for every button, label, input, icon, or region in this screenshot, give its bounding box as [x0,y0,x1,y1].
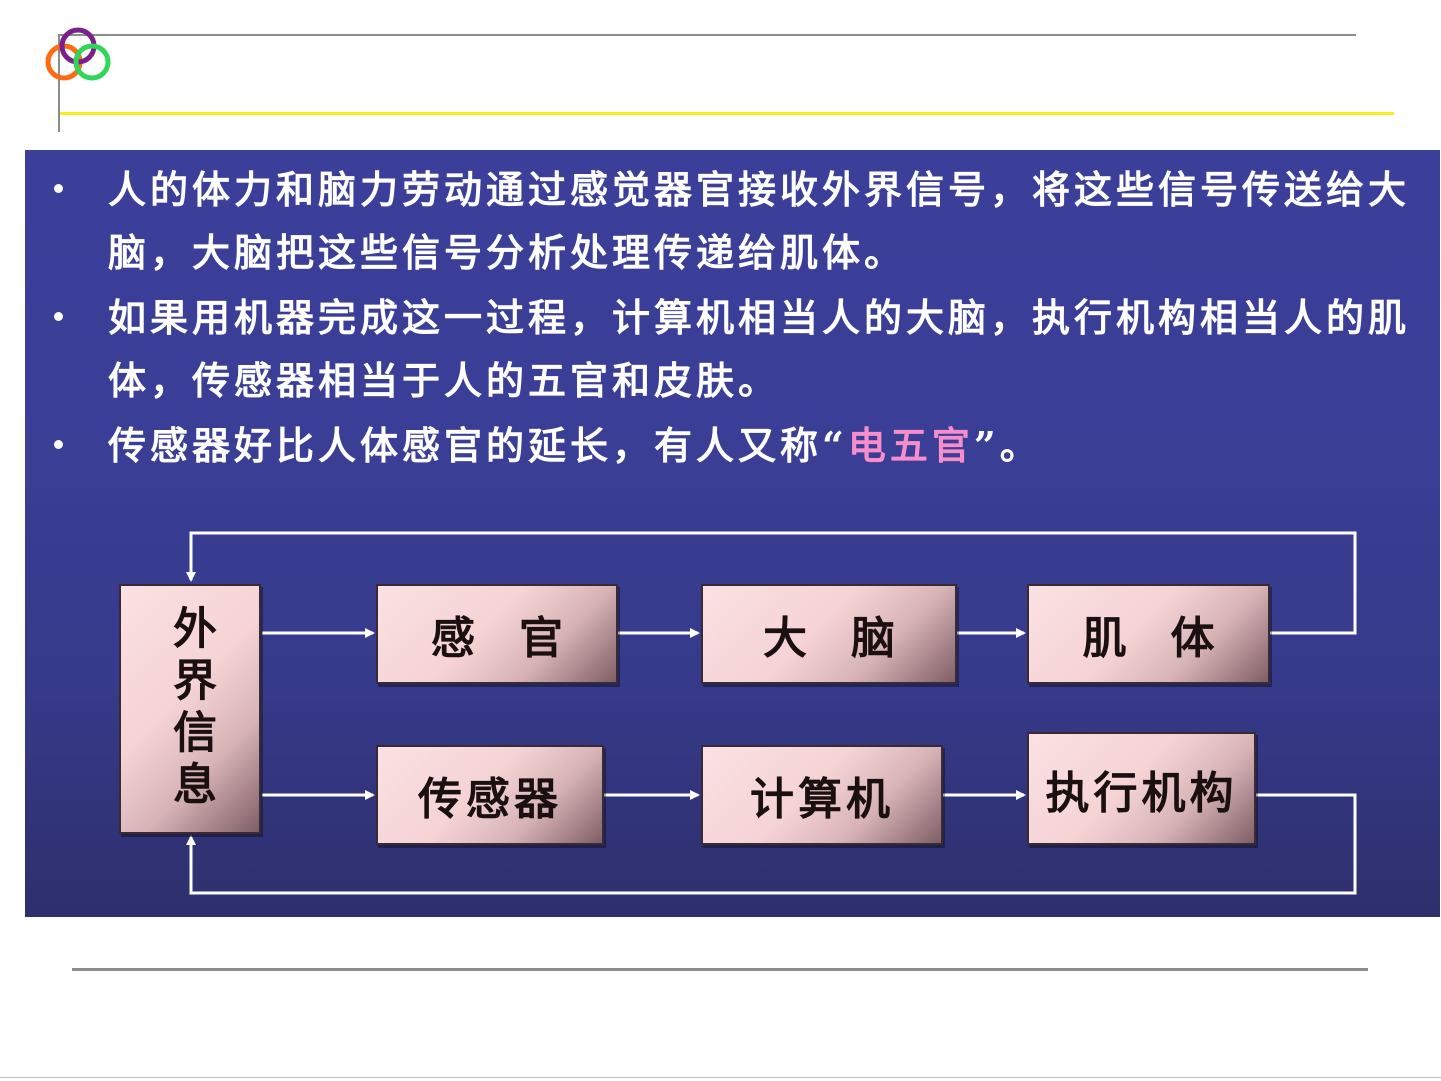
brain-label: 大 脑 [763,602,895,666]
bullet-item-3: 传感器好比人体感官的延长，有人又称“电五官”。 [50,414,1435,477]
brain-box: 大 脑 [701,584,957,684]
body-box: 肌 体 [1027,584,1270,684]
footer-rule [72,968,1368,971]
title-underline [60,112,1394,115]
bullet-dot-icon [54,312,63,321]
bullet-item-2: 如果用机器完成这一过程，计算机相当人的大脑，执行机构相当人的肌体，传感器相当于人… [50,286,1435,412]
sensor-box: 传感器 [376,745,604,845]
bullet-item-1: 人的体力和脑力劳动通过感觉器官接收外界信号，将这些信号传送给大脑，大脑把这些信号… [50,158,1435,284]
sensor-label: 传感器 [418,763,562,827]
senses-label: 感 官 [431,602,563,666]
bullet-text-1: 人的体力和脑力劳动通过感觉器官接收外界信号，将这些信号传送给大脑，大脑把这些信号… [108,167,1410,275]
computer-label: 计算机 [750,763,894,827]
external-info-label: 外界信息 [161,605,219,813]
computer-box: 计算机 [701,745,943,845]
bullet-dot-icon [54,440,63,449]
header-rule [60,34,1356,36]
bullet-text-3-start: 传感器好比人体感官的延长，有人又称“ [108,423,848,468]
bullet-dot-icon [54,184,63,193]
actuator-label: 执行机构 [1046,757,1238,821]
external-info-box: 外界信息 [119,584,261,834]
bullet-text-2: 如果用机器完成这一过程，计算机相当人的大脑，执行机构相当人的肌体，传感器相当于人… [108,295,1410,403]
body-label: 肌 体 [1083,602,1215,666]
page-bottom-rule [0,1077,1441,1078]
bullet-text-3-end: ”。 [974,423,1042,468]
actuator-box: 执行机构 [1027,732,1256,845]
bullet-highlight: 电五官 [848,423,974,468]
rings-logo-icon [40,22,120,86]
bullet-list: 人的体力和脑力劳动通过感觉器官接收外界信号，将这些信号传送给大脑，大脑把这些信号… [50,158,1435,479]
senses-box: 感 官 [376,584,618,684]
